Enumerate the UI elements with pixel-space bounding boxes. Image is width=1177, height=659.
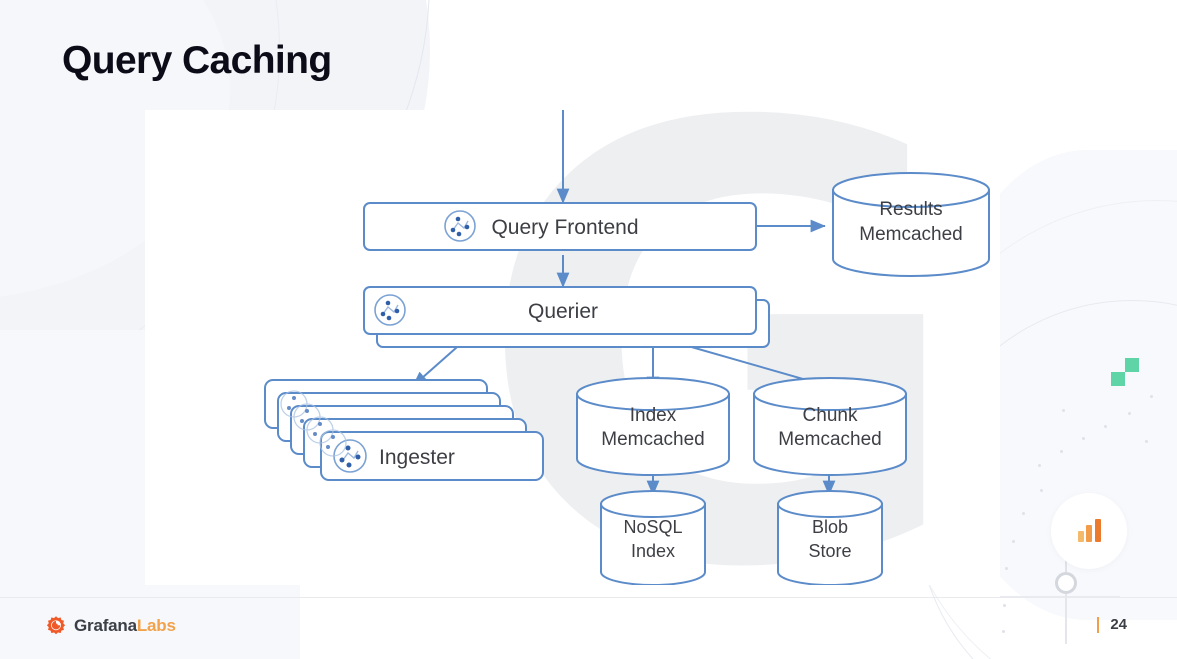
node-ingester[interactable] xyxy=(264,379,544,481)
footer-divider xyxy=(0,597,1177,598)
decor-dot xyxy=(1040,489,1043,492)
decor-dot xyxy=(1145,440,1148,443)
decor-dot xyxy=(1005,567,1008,570)
bar-chart-icon xyxy=(1077,519,1101,542)
label-query-frontend: Query Frontend xyxy=(491,216,638,239)
bar-chart-bar-2 xyxy=(1086,525,1092,542)
decor-dot xyxy=(1002,630,1005,633)
node-index-memcached[interactable] xyxy=(576,377,730,476)
decor-dot xyxy=(1104,425,1107,428)
node-blob-store[interactable] xyxy=(777,490,883,585)
decor-dot xyxy=(1062,409,1065,412)
cluster-icon-ingester-replica-dots xyxy=(287,396,335,449)
decor-dot xyxy=(1038,464,1041,467)
bar-chart-bar-3 xyxy=(1094,519,1101,542)
decor-dot xyxy=(1022,512,1025,515)
node-results-memcached[interactable] xyxy=(832,172,990,277)
label-results-memcached-line1: Results xyxy=(879,199,942,220)
node-querier[interactable] xyxy=(363,286,770,348)
brand-name-dark: Grafana xyxy=(74,616,137,635)
node-nosql-index[interactable] xyxy=(600,490,706,585)
page-number: 24 xyxy=(1110,616,1127,633)
decor-dot xyxy=(1060,450,1063,453)
cluster-icon-query-frontend xyxy=(444,210,476,242)
grafana-logo-icon xyxy=(46,616,66,635)
page-title: Query Caching xyxy=(62,39,332,82)
footer-page-indicator: 24 xyxy=(1097,616,1127,633)
footer-brand: GrafanaLabs xyxy=(45,615,176,637)
label-nosql-index-line2: Index xyxy=(631,541,675,561)
label-chunk-memcached-line2: Memcached xyxy=(778,429,882,450)
label-blob-store-line2: Store xyxy=(808,541,851,561)
decor-dot xyxy=(1012,540,1015,543)
diagram-svg: Query Frontend Querier Ingester Results … xyxy=(264,110,990,585)
label-nosql-index-line1: NoSQL xyxy=(623,517,682,537)
brand-name-accent: Labs xyxy=(136,616,176,635)
decor-square-green-small xyxy=(1111,372,1125,386)
node-chunk-memcached[interactable] xyxy=(753,377,907,476)
decor-dot xyxy=(1128,412,1131,415)
decor-node-line-bottom xyxy=(1065,592,1067,644)
decor-dot xyxy=(1150,395,1153,398)
decor-dot xyxy=(1082,437,1085,440)
decor-node-ring xyxy=(1055,572,1077,594)
architecture-diagram: G xyxy=(145,110,1000,585)
label-results-memcached-line2: Memcached xyxy=(859,224,963,245)
label-index-memcached-line1: Index xyxy=(630,405,677,426)
label-querier: Querier xyxy=(528,300,598,323)
cluster-icon-ingester-replicas xyxy=(280,390,347,457)
bar-chart-bubble xyxy=(1051,493,1127,569)
label-blob-store-line1: Blob xyxy=(812,517,848,537)
label-index-memcached-line2: Memcached xyxy=(601,429,705,450)
label-chunk-memcached-line1: Chunk xyxy=(803,405,858,426)
cluster-icon-ingester xyxy=(333,439,367,473)
decor-node-line-top xyxy=(1065,545,1067,575)
bar-chart-bar-1 xyxy=(1077,531,1084,542)
cluster-icon-querier xyxy=(374,294,406,326)
page-separator-icon xyxy=(1097,616,1100,633)
brand-wordmark: GrafanaLabs xyxy=(74,616,176,636)
decor-dot xyxy=(1003,604,1006,607)
label-ingester: Ingester xyxy=(379,446,455,469)
decor-square-green xyxy=(1125,358,1139,372)
